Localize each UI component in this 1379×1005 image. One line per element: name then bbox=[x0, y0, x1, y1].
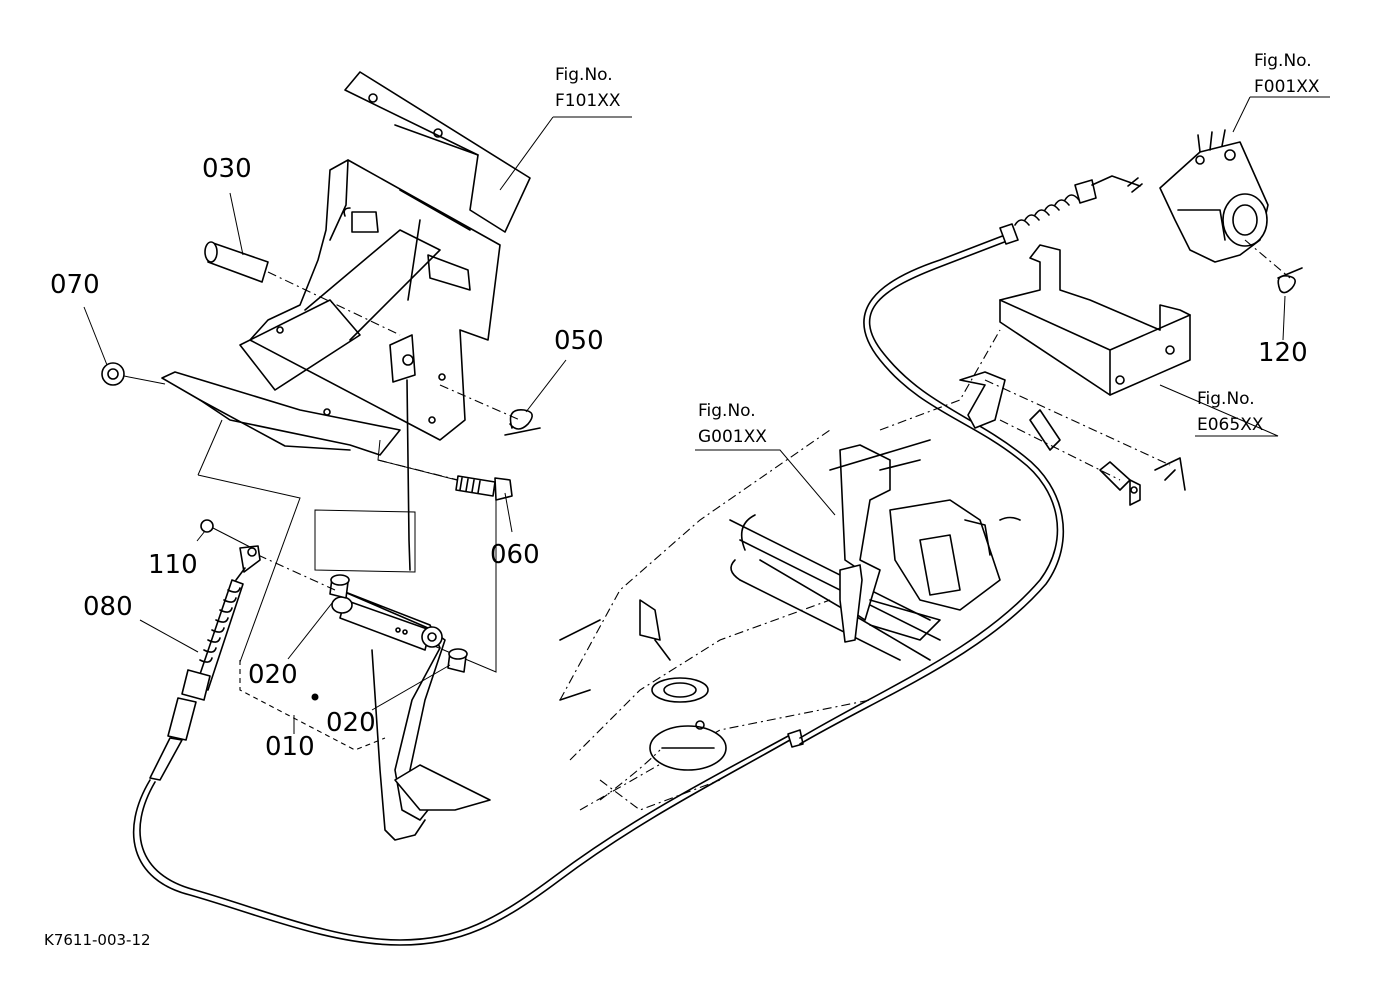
fig-ref-e065-code: E065XX bbox=[1197, 415, 1264, 435]
part-label-030: 030 bbox=[202, 154, 252, 184]
figure-code: K7611-003-12 bbox=[44, 931, 151, 949]
nut-070 bbox=[101, 362, 166, 386]
nut-110 bbox=[200, 519, 336, 591]
fig-ref-f001-title: Fig.No. bbox=[1254, 51, 1312, 71]
pedal-arm-010 bbox=[331, 589, 491, 841]
bracket-e065 bbox=[999, 244, 1191, 396]
part-label-070: 070 bbox=[50, 270, 100, 300]
bushing-020-a bbox=[329, 574, 350, 599]
part-label-080: 080 bbox=[83, 592, 133, 622]
clevis bbox=[239, 545, 261, 573]
clutch-lever bbox=[1159, 129, 1269, 263]
cable-080 bbox=[132, 175, 1143, 946]
fig-ref-e065-title: Fig.No. bbox=[1197, 389, 1255, 409]
fig-ref-f101-title: Fig.No. bbox=[555, 65, 613, 85]
part-label-050: 050 bbox=[554, 326, 604, 356]
leader-lines bbox=[83, 96, 1330, 734]
pedal-bracket bbox=[161, 71, 531, 673]
part-label-120: 120 bbox=[1258, 338, 1308, 368]
bushing-020-b bbox=[447, 648, 468, 673]
bolt-060 bbox=[377, 459, 513, 501]
part-label-020-b: 020 bbox=[326, 708, 376, 738]
part-label-020-a: 020 bbox=[248, 660, 298, 690]
chassis-frame bbox=[559, 329, 1186, 811]
fig-ref-g001-title: Fig.No. bbox=[698, 401, 756, 421]
part-label-110: 110 bbox=[148, 550, 198, 580]
assembly-marker-dot bbox=[311, 693, 319, 701]
snap-pin-050 bbox=[439, 384, 541, 436]
fig-ref-g001-code: G001XX bbox=[698, 427, 767, 447]
part-label-060: 060 bbox=[490, 540, 540, 570]
link-rod bbox=[406, 379, 411, 571]
pin-120 bbox=[1244, 239, 1303, 294]
assembly-bracket-010 bbox=[239, 660, 386, 751]
pin-030 bbox=[204, 241, 401, 336]
part-label-010: 010 bbox=[265, 732, 315, 762]
fig-ref-f101-code: F101XX bbox=[555, 91, 621, 111]
fig-ref-f001-code: F001XX bbox=[1254, 77, 1320, 97]
